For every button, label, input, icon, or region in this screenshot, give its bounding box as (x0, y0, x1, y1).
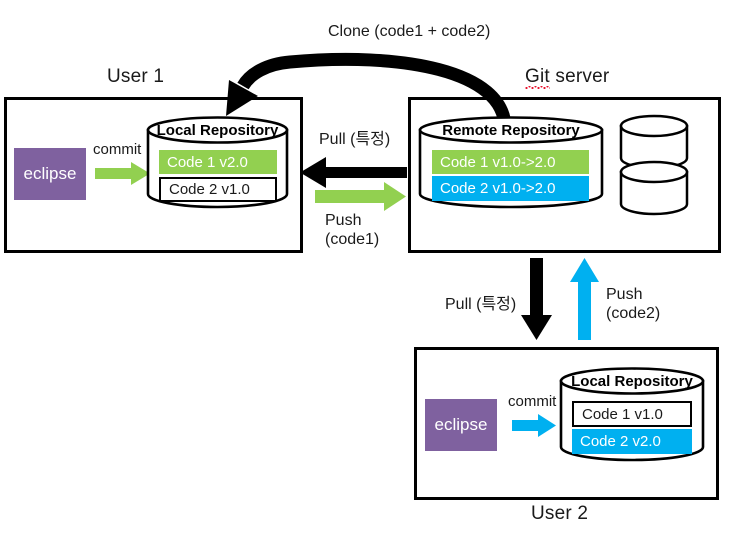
push-user1-label-line2: (code1) (325, 231, 380, 249)
push-user1-arrow (315, 182, 406, 211)
push-user1-label: Push (code1) (325, 211, 379, 249)
user2-title: User 2 (531, 503, 589, 524)
push-user2-arrow (570, 258, 599, 340)
pull-user2-label: Pull (특정) (445, 296, 517, 313)
remote-code-row-2[interactable]: Code 2 v1.0->2.0 (432, 176, 589, 201)
user2-commit-label: commit (508, 393, 557, 410)
remote-code-row-1[interactable]: Code 1 v1.0->2.0 (432, 150, 589, 174)
remote-repository: Remote Repository Code 1 v1.0->2.0 Code … (418, 116, 604, 209)
gitserver-title-misspelled-word: Git (525, 66, 550, 90)
user1-title: User 1 (107, 66, 165, 87)
user1-eclipse-label: eclipse (23, 164, 77, 183)
pull-user1-arrow (300, 157, 407, 188)
pull-user2-arrow (521, 258, 552, 340)
user1-panel (4, 97, 303, 253)
user2-code-row-1[interactable]: Code 1 v1.0 (572, 401, 692, 427)
user2-repository-title: Local Repository (571, 373, 693, 390)
gitserver-title-rest: server (549, 66, 610, 87)
user1-eclipse-box[interactable]: eclipse (14, 148, 86, 200)
user2-eclipse-box[interactable]: eclipse (425, 399, 497, 451)
clone-label: Clone (code1 + code2) (328, 23, 491, 40)
disk-1-icon (619, 114, 689, 170)
push-user2-label-line2: (code2) (606, 305, 661, 323)
user1-code-row-1[interactable]: Code 1 v2.0 (159, 150, 277, 174)
push-user1-label-line1: Push (325, 212, 362, 229)
remote-repository-title: Remote Repository (442, 122, 580, 139)
user2-panel (414, 347, 719, 500)
user1-local-repository: Local Repository Code 1 v2.0 Code 2 v1.0 (146, 116, 289, 209)
pull-user1-label: Pull (특정) (319, 131, 391, 148)
gitserver-title: Git server (525, 66, 609, 88)
push-user2-label-line1: Push (606, 286, 643, 303)
push-user2-label: Push (code2) (606, 285, 660, 323)
gitserver-panel (408, 97, 721, 253)
user2-code-row-2[interactable]: Code 2 v2.0 (572, 429, 692, 454)
commit-arrow-user2 (512, 414, 556, 437)
user2-local-repository: Local Repository Code 1 v1.0 Code 2 v2.0 (559, 367, 705, 462)
user1-commit-label: commit (93, 141, 142, 158)
user1-repository-title: Local Repository (156, 122, 279, 139)
disk-2-icon (619, 160, 689, 216)
user1-code-row-2[interactable]: Code 2 v1.0 (159, 177, 277, 202)
commit-arrow-user1 (95, 162, 150, 185)
user2-eclipse-label: eclipse (434, 415, 488, 434)
